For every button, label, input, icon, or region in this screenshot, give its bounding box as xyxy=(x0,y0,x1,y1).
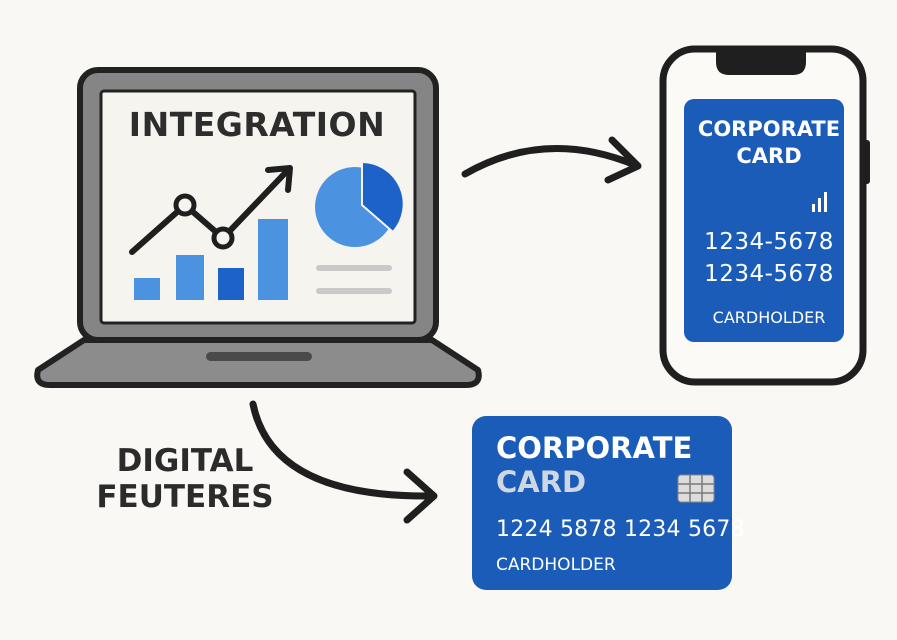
curved-arrow-icon xyxy=(249,400,438,524)
phone-card-title-line2: CARD xyxy=(736,144,802,168)
text-line-placeholder xyxy=(316,288,392,294)
card-title-line2: CARD xyxy=(496,465,587,499)
phone-notch xyxy=(716,52,806,75)
phone xyxy=(659,45,870,386)
chart-bar xyxy=(258,219,288,300)
laptop xyxy=(34,67,482,388)
chart-bar xyxy=(218,268,244,300)
phone-card-number-line1: 1234-5678 xyxy=(704,229,834,255)
chip-icon xyxy=(677,474,715,503)
laptop-base xyxy=(34,337,482,388)
chart-bar xyxy=(134,278,160,300)
phone-card-holder: CARDHOLDER xyxy=(712,308,826,327)
corporate-card xyxy=(472,416,732,590)
text-line-placeholder xyxy=(316,265,392,271)
laptop-screen-title: INTEGRATION xyxy=(128,105,386,144)
card-holder: CARDHOLDER xyxy=(496,555,616,575)
trend-arrow-icon xyxy=(129,165,293,255)
side-label-line1: DIGITAL xyxy=(116,443,254,479)
phone-card xyxy=(684,99,844,342)
phone-card-number-line2: 1234-5678 xyxy=(704,261,834,287)
chart-bar xyxy=(176,255,204,300)
side-label-line2: FEUTERES xyxy=(96,479,274,515)
phone-side-button xyxy=(862,140,870,184)
card-number: 1224 5878 1234 5678 xyxy=(496,517,745,542)
card-body xyxy=(472,416,732,590)
contactless-signal-icon xyxy=(812,192,827,212)
laptop-trackpad xyxy=(206,352,312,361)
card-title-line1: CORPORATE xyxy=(496,431,693,465)
curved-arrow-icon xyxy=(461,136,642,184)
pie-chart-icon xyxy=(315,160,405,247)
phone-card-title-line1: CORPORATE xyxy=(697,117,841,141)
